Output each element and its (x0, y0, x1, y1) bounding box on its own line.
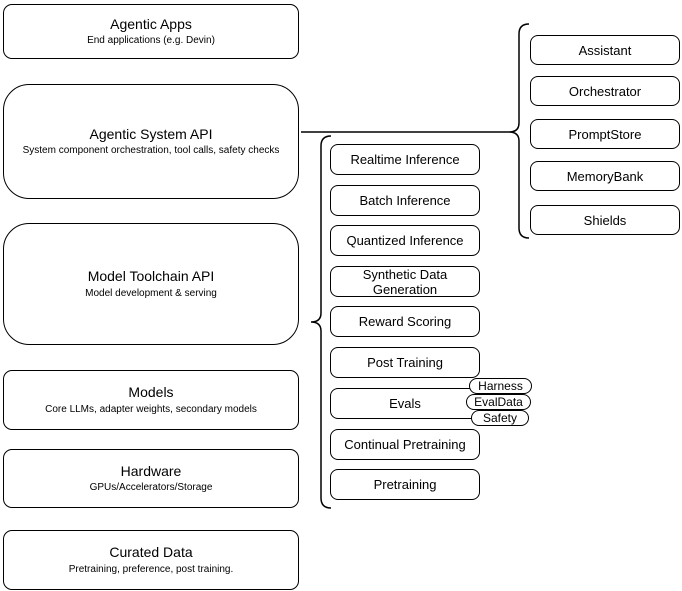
toolchain-item-realtime-inference: Realtime Inference (330, 144, 480, 175)
box-title: Agentic System API (89, 125, 213, 142)
eval-tag-evaldata: EvalData (466, 394, 531, 410)
toolchain-item-pretraining: Pretraining (330, 469, 480, 500)
component-assistant: Assistant (530, 35, 680, 65)
layer-box-models: Models Core LLMs, adapter weights, secon… (3, 370, 299, 430)
component-shields: Shields (530, 205, 680, 235)
layer-box-agentic-apps: Agentic Apps End applications (e.g. Devi… (3, 4, 299, 59)
toolchain-item-label: Continual Pretraining (344, 437, 466, 452)
box-title: Agentic Apps (110, 15, 192, 32)
toolchain-item-post-training: Post Training (330, 347, 480, 378)
box-subtitle: Pretraining, preference, post training. (68, 563, 234, 575)
toolchain-item-label: Realtime Inference (350, 152, 460, 167)
box-title: Hardware (120, 462, 182, 479)
component-label: Assistant (578, 42, 632, 58)
component-orchestrator: Orchestrator (530, 76, 680, 106)
component-memorybank: MemoryBank (530, 161, 680, 191)
component-promptstore: PromptStore (530, 119, 680, 149)
eval-tag-label: Harness (478, 379, 523, 393)
toolchain-item-label: Post Training (367, 355, 443, 370)
box-title: Models (128, 384, 174, 401)
component-label: PromptStore (568, 126, 642, 142)
toolchain-item-label: Evals (389, 396, 421, 411)
component-label: Shields (583, 212, 627, 228)
component-label: MemoryBank (566, 168, 644, 184)
box-subtitle: System component orchestration, tool cal… (22, 145, 280, 157)
components-bracket (508, 23, 530, 239)
layer-box-curated-data: Curated Data Pretraining, preference, po… (3, 530, 299, 590)
box-subtitle: Model development & serving (85, 287, 217, 299)
box-subtitle: GPUs/Accelerators/Storage (89, 482, 213, 494)
toolchain-item-evals: Evals (330, 388, 480, 419)
toolchain-item-batch-inference: Batch Inference (330, 185, 480, 216)
box-subtitle: Core LLMs, adapter weights, secondary mo… (45, 403, 257, 415)
toolchain-item-label: Batch Inference (359, 193, 451, 208)
toolchain-item-reward-scoring: Reward Scoring (330, 306, 480, 337)
toolchain-item-synthetic-data-generation: Synthetic Data Generation (330, 266, 480, 297)
eval-tag-safety: Safety (471, 410, 529, 426)
toolchain-item-label: Synthetic Data Generation (362, 266, 448, 297)
toolchain-item-quantized-inference: Quantized Inference (330, 225, 480, 256)
toolchain-item-label: Pretraining (373, 477, 437, 492)
eval-tag-label: EvalData (474, 395, 523, 409)
layer-box-model-toolchain-api: Model Toolchain API Model development & … (3, 223, 299, 345)
box-title: Curated Data (109, 544, 193, 561)
toolchain-bracket (310, 135, 332, 509)
box-subtitle: End applications (e.g. Devin) (87, 35, 215, 47)
component-label: Orchestrator (568, 83, 642, 99)
layer-box-agentic-system-api: Agentic System API System component orch… (3, 84, 299, 199)
box-title: Model Toolchain API (87, 268, 215, 285)
toolchain-item-label: Reward Scoring (358, 314, 452, 329)
layer-box-hardware: Hardware GPUs/Accelerators/Storage (3, 449, 299, 508)
toolchain-item-label: Quantized Inference (346, 233, 464, 248)
eval-tag-harness: Harness (469, 378, 532, 394)
eval-tag-label: Safety (482, 411, 518, 425)
toolchain-item-continual-pretraining: Continual Pretraining (330, 429, 480, 460)
